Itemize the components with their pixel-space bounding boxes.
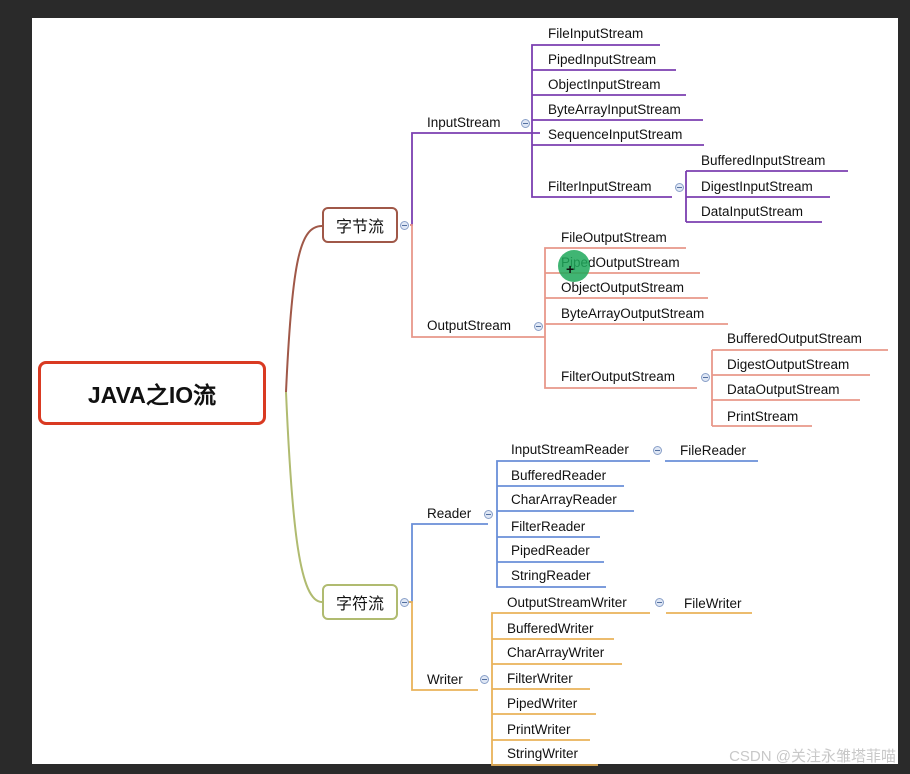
byte-stream-node[interactable]: 字节流 xyxy=(322,207,398,243)
node-reader[interactable]: Reader xyxy=(427,506,472,521)
node-pipedinputstream[interactable]: PipedInputStream xyxy=(548,52,657,67)
node-pipedoutputstream[interactable]: PipedOutputStream xyxy=(561,255,680,270)
node-digestinputstream[interactable]: DigestInputStream xyxy=(701,179,813,194)
collapse-icon[interactable] xyxy=(675,183,684,192)
collapse-icon[interactable] xyxy=(480,675,489,684)
node-filterwriter[interactable]: FilterWriter xyxy=(507,671,573,686)
node-inputstreamreader[interactable]: InputStreamReader xyxy=(511,442,629,457)
collapse-icon[interactable] xyxy=(701,373,710,382)
node-pipedwriter[interactable]: PipedWriter xyxy=(507,696,578,711)
collapse-icon[interactable] xyxy=(521,119,530,128)
root-to-byte-line xyxy=(285,225,323,393)
node-bufferedwriter[interactable]: BufferedWriter xyxy=(507,621,594,636)
node-printwriter[interactable]: PrintWriter xyxy=(507,722,571,737)
collapse-icon[interactable] xyxy=(534,322,543,331)
collapse-icon[interactable] xyxy=(400,221,409,230)
collapse-icon[interactable] xyxy=(484,510,493,519)
node-filterinputstream[interactable]: FilterInputStream xyxy=(548,179,652,194)
node-printstream[interactable]: PrintStream xyxy=(727,409,799,424)
crosshair-cursor-icon: + xyxy=(566,261,575,277)
node-filteroutputstream[interactable]: FilterOutputStream xyxy=(561,369,676,384)
char-stream-node[interactable]: 字符流 xyxy=(322,584,398,620)
node-dataoutputstream[interactable]: DataOutputStream xyxy=(727,382,840,397)
collapse-icon[interactable] xyxy=(653,446,662,455)
node-bufferedreader[interactable]: BufferedReader xyxy=(511,468,607,483)
node-chararrayreader[interactable]: CharArrayReader xyxy=(511,492,617,507)
node-fileoutputstream[interactable]: FileOutputStream xyxy=(561,230,667,245)
node-writer[interactable]: Writer xyxy=(427,672,463,687)
root-node[interactable]: JAVA之IO流 xyxy=(38,361,266,425)
node-digestoutputstream[interactable]: DigestOutputStream xyxy=(727,357,850,372)
node-bufferedinputstream[interactable]: BufferedInputStream xyxy=(701,153,826,168)
node-sequenceinputstream[interactable]: SequenceInputStream xyxy=(548,127,683,142)
collapse-icon[interactable] xyxy=(655,598,664,607)
node-filterreader[interactable]: FilterReader xyxy=(511,519,586,534)
watermark: CSDN @关注永雏塔菲喵 xyxy=(729,748,896,765)
node-stringreader[interactable]: StringReader xyxy=(511,568,591,583)
node-stringwriter[interactable]: StringWriter xyxy=(507,746,579,761)
node-datainputstream[interactable]: DataInputStream xyxy=(701,204,804,219)
node-filereader[interactable]: FileReader xyxy=(680,443,747,458)
node-outputstream[interactable]: OutputStream xyxy=(427,318,512,333)
root-to-char-line xyxy=(285,391,323,603)
node-inputstream[interactable]: InputStream xyxy=(427,115,501,130)
node-objectoutputstream[interactable]: ObjectOutputStream xyxy=(561,280,685,295)
node-filewriter[interactable]: FileWriter xyxy=(684,596,742,611)
collapse-icon[interactable] xyxy=(400,598,409,607)
cursor-highlight xyxy=(558,250,590,282)
node-fileinputstream[interactable]: FileInputStream xyxy=(548,26,644,41)
node-pipedreader[interactable]: PipedReader xyxy=(511,543,590,558)
node-bytearrayinputstream[interactable]: ByteArrayInputStream xyxy=(548,102,681,117)
node-chararraywriter[interactable]: CharArrayWriter xyxy=(507,645,605,660)
node-outputstreamwriter[interactable]: OutputStreamWriter xyxy=(507,595,627,610)
node-bufferedoutputstream[interactable]: BufferedOutputStream xyxy=(727,331,862,346)
node-bytearrayoutputstream[interactable]: ByteArrayOutputStream xyxy=(561,306,705,321)
node-objectinputstream[interactable]: ObjectInputStream xyxy=(548,77,661,92)
